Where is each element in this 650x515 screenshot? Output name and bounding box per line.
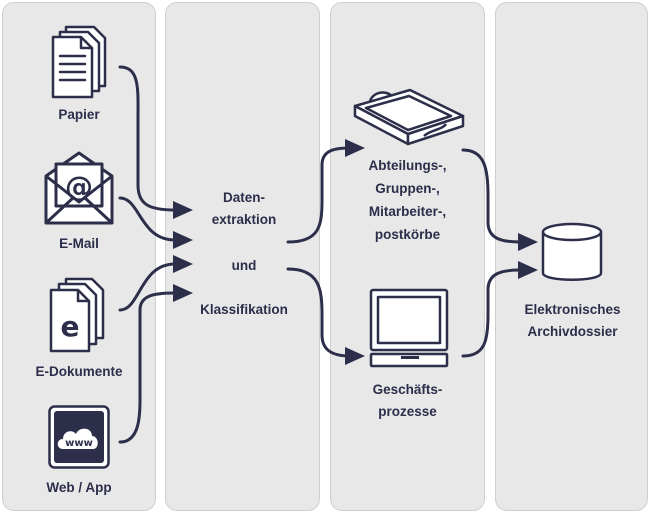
column-targets [330, 2, 485, 511]
label-email: E-Mail [59, 236, 99, 251]
web-app-cloud-icon: www [48, 405, 110, 469]
column-processing [165, 2, 320, 511]
arrow-papier [118, 65, 177, 212]
arrow-edokumente [118, 262, 177, 312]
paper-documents-icon [51, 25, 107, 99]
arrowhead-edokumente [173, 255, 193, 273]
label-gruppen: Gruppen-, [375, 181, 440, 196]
label-papier: Papier [58, 107, 100, 122]
arrowhead-inbox [345, 139, 365, 157]
arrowhead-process [345, 347, 365, 365]
arrow-web [118, 291, 177, 444]
www-text: www [65, 438, 93, 449]
label-web-app: Web / App [46, 480, 112, 495]
label-und: und [231, 258, 257, 273]
label-extraktion: extraktion [211, 212, 277, 227]
computer-monitor-icon [369, 288, 449, 368]
arrowhead-archive-bottom [518, 261, 538, 279]
label-postkoerbe: postkörbe [374, 227, 441, 242]
label-daten: Daten- [222, 190, 265, 205]
label-prozesse: prozesse [378, 404, 437, 419]
arrowhead-archive-top [518, 233, 538, 251]
label-mitarbeiter: Mitarbeiter-, [368, 204, 447, 219]
arrow-inbox-to-archive [461, 148, 522, 244]
label-abteilungs: Abteilungs-, [368, 158, 447, 173]
svg-text:@: @ [65, 170, 93, 203]
arrow-to-inbox [286, 146, 352, 244]
archive-database-icon [541, 222, 603, 281]
label-geschaefts: Geschäfts- [372, 382, 443, 397]
email-envelope-icon: @ [44, 151, 114, 225]
e-documents-icon: e [49, 277, 105, 353]
arrowhead-email [173, 231, 193, 249]
label-edokumente: E-Dokumente [35, 364, 123, 379]
label-klassifikation: Klassifikation [200, 302, 288, 317]
arrowhead-web [173, 284, 193, 302]
arrow-to-process [286, 267, 352, 358]
svg-text:e: e [61, 310, 80, 343]
inbox-tray-icon [353, 88, 465, 146]
label-elektronisches: Elektronisches [524, 302, 621, 317]
arrow-email [118, 196, 177, 242]
arrowhead-papier [173, 201, 193, 219]
label-archivdossier: Archivdossier [527, 324, 618, 339]
arrow-process-to-archive [461, 268, 522, 358]
